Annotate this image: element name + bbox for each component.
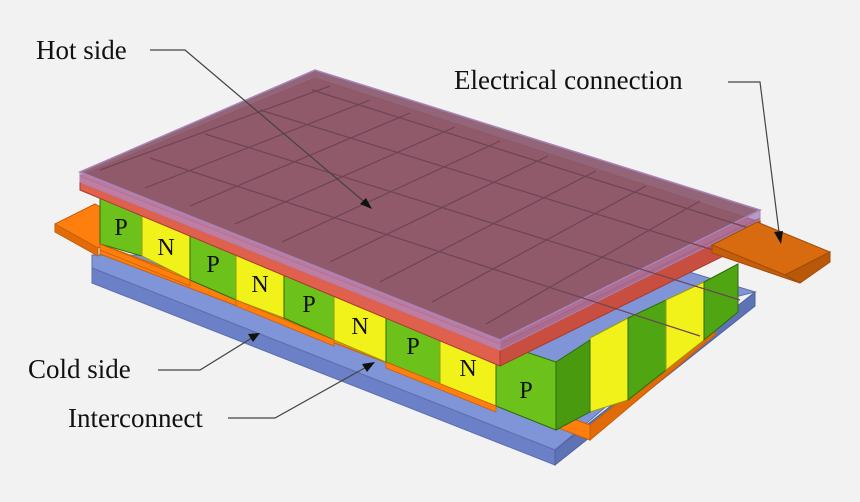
leg-letter: P	[302, 292, 315, 318]
cold-side-leader	[158, 335, 256, 371]
interconnect-leader	[228, 364, 371, 419]
electrical-connection-arrow	[774, 231, 783, 244]
leg-letter: P	[406, 334, 419, 360]
electrical-connection-leader	[728, 81, 781, 241]
electrical-tab-right	[710, 221, 832, 284]
bottom-pads	[99, 243, 497, 413]
hot-side-arrow	[360, 198, 372, 209]
leg-letter: N	[351, 314, 368, 340]
hot-side-label: Hot side	[36, 35, 127, 65]
leg-letters: P N P N P N P N P	[114, 215, 532, 404]
leg-letter: P	[519, 378, 532, 404]
interconnect-arrow	[362, 362, 375, 372]
interconnect-label: Interconnect	[68, 403, 203, 433]
cold-side-label: Cold side	[28, 354, 131, 384]
hot-plate-grid	[99, 85, 756, 337]
cold-side-arrow	[248, 333, 260, 342]
leg-letter: N	[157, 235, 174, 261]
leg-letter: N	[459, 356, 476, 382]
leg-letter: N	[251, 272, 268, 298]
electrical-connection-label: Electrical connection	[454, 65, 683, 95]
leg-letter: P	[114, 215, 127, 241]
right-side-legs	[589, 263, 739, 413]
leader-arrowheads	[248, 198, 783, 372]
hot-side-leader	[150, 49, 369, 206]
leader-lines	[150, 49, 781, 419]
leg-letter: P	[206, 252, 219, 278]
